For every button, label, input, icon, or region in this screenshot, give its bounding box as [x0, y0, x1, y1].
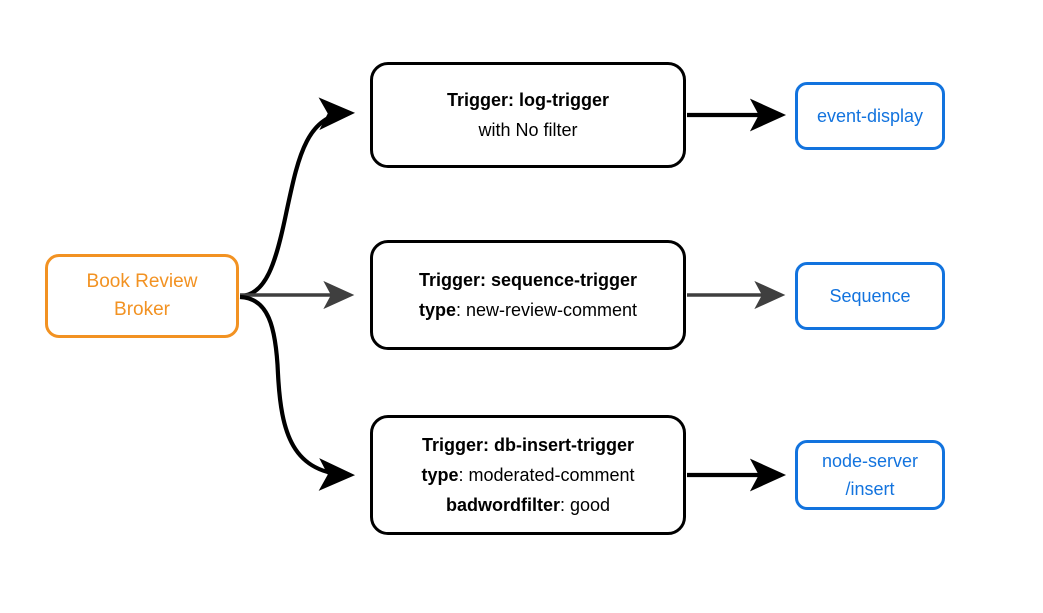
edge-broker-to-log-trigger [239, 97, 356, 299]
trigger-title: Trigger: sequence-trigger [419, 265, 637, 295]
trigger-title-text: Trigger: sequence-trigger [418, 270, 638, 290]
broker-label-line1: Book Review [86, 271, 198, 292]
service-label-line1: node-server [821, 451, 919, 471]
node-book-review-broker[interactable]: Book Review Broker [45, 254, 239, 338]
trigger-extra-value: : good [559, 495, 611, 515]
trigger-detail-value: : new-review-comment [455, 300, 638, 320]
trigger-detail: type: moderated-comment [421, 460, 634, 490]
trigger-title: Trigger: log-trigger [447, 85, 609, 115]
node-service-sequence[interactable]: Sequence [795, 262, 945, 330]
service-label-line1: event-display [816, 106, 924, 126]
edge-broker-to-db-insert-trigger [239, 294, 356, 491]
trigger-detail-value: with No filter [478, 120, 578, 140]
node-service-event-display[interactable]: event-display [795, 82, 945, 150]
node-trigger-db-insert-trigger[interactable]: Trigger: db-insert-trigger type: moderat… [370, 415, 686, 535]
trigger-title: Trigger: db-insert-trigger [422, 430, 634, 460]
trigger-extra-key: badwordfilter [445, 495, 560, 515]
node-trigger-log-trigger[interactable]: Trigger: log-trigger with No filter [370, 62, 686, 168]
trigger-title-text: Trigger: db-insert-trigger [421, 435, 634, 455]
trigger-detail-key: type [418, 300, 456, 320]
service-label-line2: /insert [845, 479, 895, 499]
node-service-node-server-insert[interactable]: node-server /insert [795, 440, 945, 510]
trigger-detail: type: new-review-comment [419, 295, 637, 325]
trigger-extra: badwordfilter: good [446, 490, 610, 520]
node-trigger-sequence-trigger[interactable]: Trigger: sequence-trigger type: new-revi… [370, 240, 686, 350]
trigger-detail-value: : moderated-comment [458, 465, 635, 485]
broker-label-line2: Broker [114, 299, 170, 320]
trigger-detail-key: type [421, 465, 459, 485]
service-label-line1: Sequence [829, 286, 911, 306]
trigger-detail: with No filter [478, 115, 577, 145]
trigger-title-text: Trigger: log-trigger [447, 90, 609, 110]
